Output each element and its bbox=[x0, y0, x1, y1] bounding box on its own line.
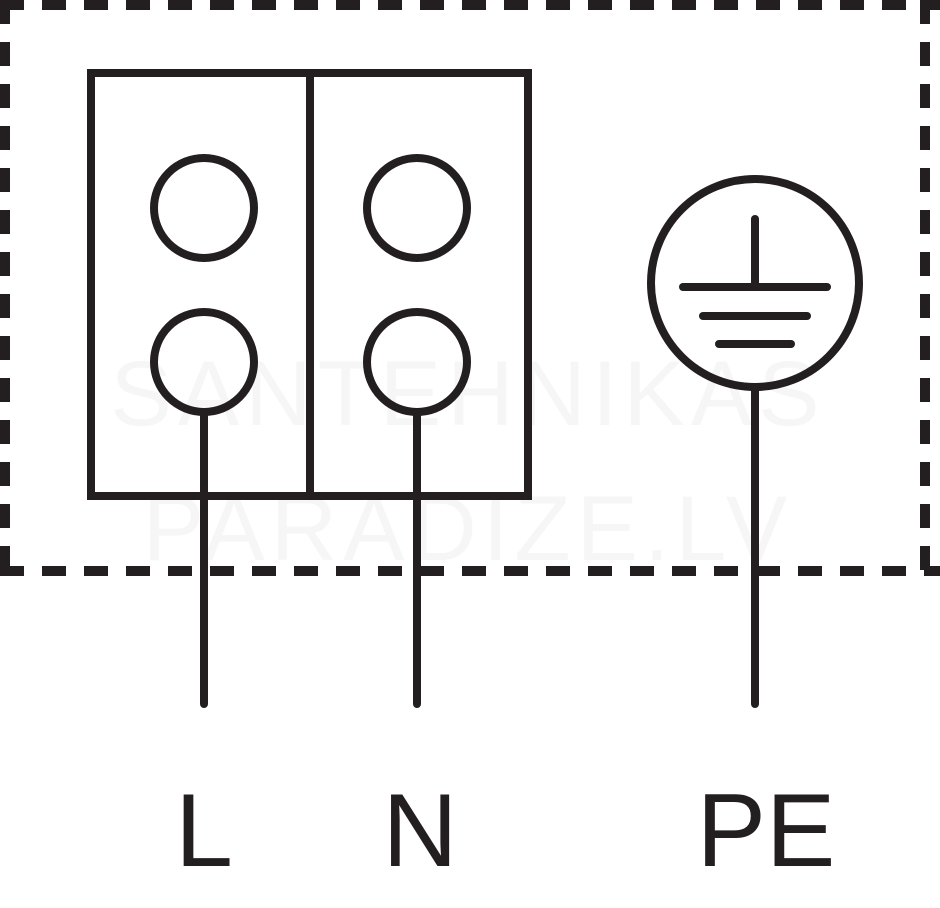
enclosure-boundary bbox=[0, 0, 940, 576]
label-n: N bbox=[382, 773, 457, 889]
terminal-n-upper-screw-icon bbox=[363, 154, 471, 262]
conductor-labels: L N PE bbox=[175, 773, 835, 889]
label-l: L bbox=[175, 773, 233, 889]
connection-wires bbox=[200, 383, 759, 708]
label-pe: PE bbox=[697, 773, 836, 889]
terminal-l-upper-screw-icon bbox=[150, 154, 258, 262]
